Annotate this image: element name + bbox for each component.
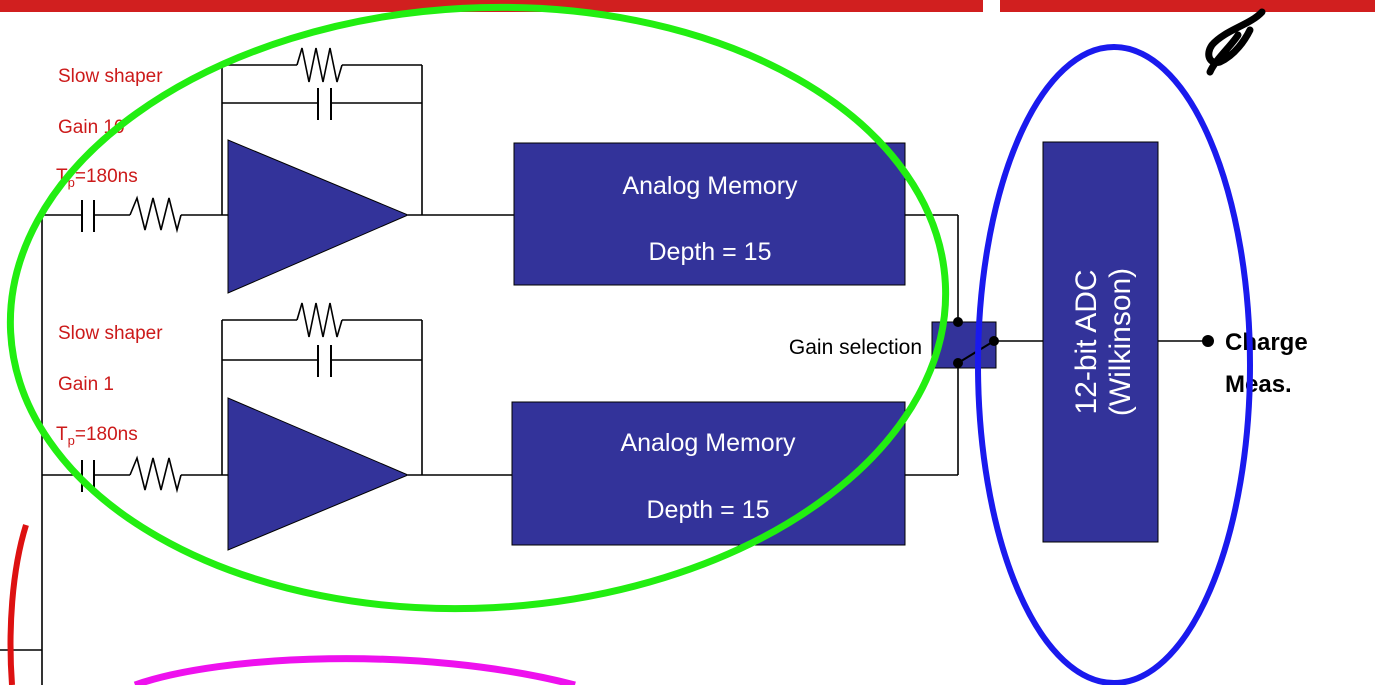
- channel-low-circuit: [42, 302, 959, 551]
- adc-block: 12-bit ADC (Wilkinson): [1042, 141, 1214, 543]
- header-bar-right: [1000, 0, 1375, 12]
- handwritten-mark: [1205, 8, 1266, 76]
- channel-low-title: Slow shaper: [58, 323, 163, 344]
- channel-low-tp: Tp=180ns: [56, 424, 138, 448]
- amplifier-high: [227, 139, 410, 294]
- gain-selection-label: Gain selection: [789, 336, 922, 359]
- channel-high-circuit: [42, 47, 959, 322]
- output-line1: Charge: [1225, 329, 1308, 356]
- analog-memory-bottom: Analog Memory Depth = 15: [511, 401, 906, 546]
- adc-line2: (Wilkinson): [1104, 268, 1137, 416]
- memory-top-title: Analog Memory: [622, 172, 798, 200]
- green-outline-shapers: [6, 3, 950, 613]
- gain-selection-switch: [931, 317, 1043, 369]
- blue-outline-adc: [975, 44, 1253, 685]
- memory-bottom-depth: Depth = 15: [646, 496, 769, 524]
- red-outline-left: [7, 524, 29, 685]
- channel-high-title: Slow shaper: [58, 66, 163, 87]
- adc-line1: 12-bit ADC: [1070, 269, 1103, 414]
- amplifier-low: [227, 397, 410, 551]
- analog-memory-top: Analog Memory Depth = 15: [513, 142, 906, 286]
- magenta-outline-bottom: [133, 655, 576, 685]
- output-line2: Meas.: [1225, 371, 1292, 398]
- memory-top-depth: Depth = 15: [648, 238, 771, 266]
- memory-bottom-title: Analog Memory: [620, 429, 796, 457]
- channel-low-gain: Gain 1: [58, 374, 114, 395]
